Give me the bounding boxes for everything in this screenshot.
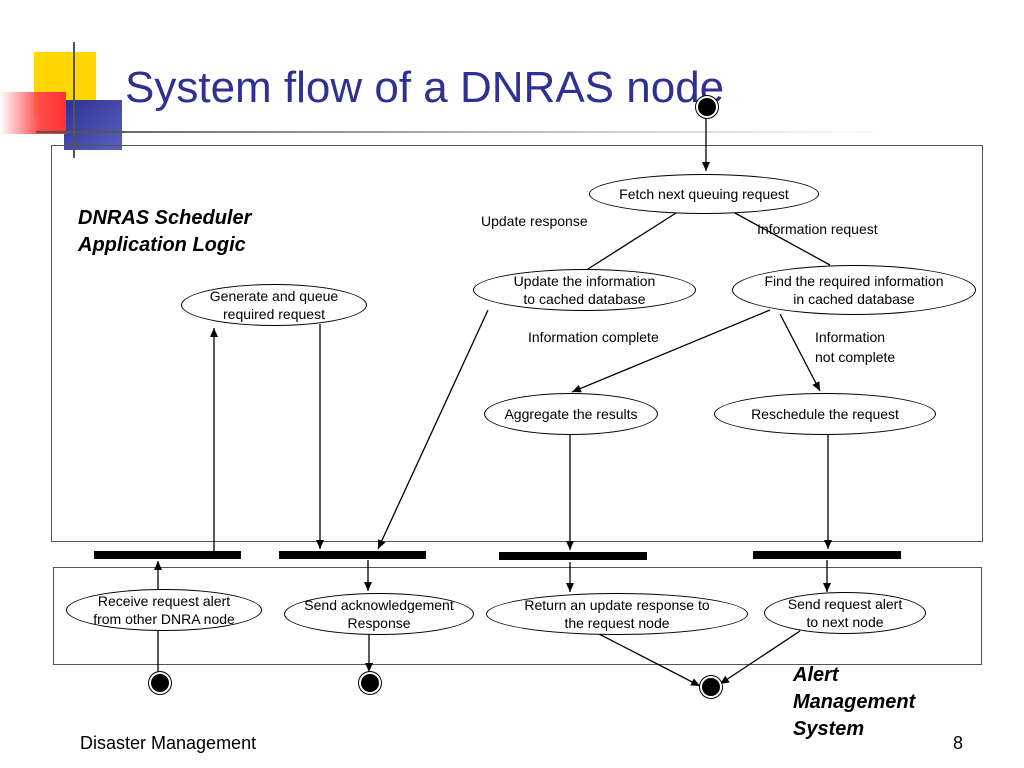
node-find-info: Find the required information in cached … (732, 265, 976, 315)
initial-node-top (698, 98, 716, 116)
corner-red-stripe (0, 92, 66, 134)
node-generate-queue: Generate and queue required request (181, 284, 367, 326)
final-node-ack (361, 674, 379, 692)
corner-horizontal-line (36, 131, 126, 133)
node-fetch-request: Fetch next queuing request (589, 174, 819, 214)
node-update-cache: Update the information to cached databas… (473, 269, 696, 311)
footer-left: Disaster Management (80, 733, 257, 753)
label-information-not-complete: Information not complete (815, 329, 896, 365)
node-reschedule: Reschedule the request (714, 393, 936, 435)
scheduler-heading: DNRAS Scheduler Application Logic (78, 207, 252, 256)
corner-vertical-line (73, 42, 75, 158)
sync-bar-2 (279, 551, 426, 559)
sync-bar-3 (499, 552, 647, 560)
slide-title: System flow of a DNRAS node (125, 63, 725, 112)
initial-node-receive (151, 674, 169, 692)
node-aggregate: Aggregate the results (484, 393, 658, 435)
node-return-update: Return an update response to the request… (486, 593, 748, 635)
final-node-right (702, 678, 720, 696)
sync-bar-4 (753, 551, 901, 559)
title-underline (125, 131, 895, 133)
node-send-ack: Send acknowledgement Response (284, 593, 474, 635)
scheduler-frame (51, 145, 983, 542)
sync-bar-1 (94, 551, 241, 559)
label-information-complete: Information complete (528, 329, 659, 345)
label-information-request: Information request (757, 221, 878, 237)
alert-system-frame (53, 567, 982, 665)
node-send-alert: Send request alert to next node (764, 592, 926, 634)
alert-system-heading: Alert Management System (793, 664, 916, 740)
label-update-response: Update response (481, 213, 588, 229)
node-receive-alert: Receive request alert from other DNRA no… (66, 589, 262, 631)
page-number: 8 (953, 733, 964, 753)
